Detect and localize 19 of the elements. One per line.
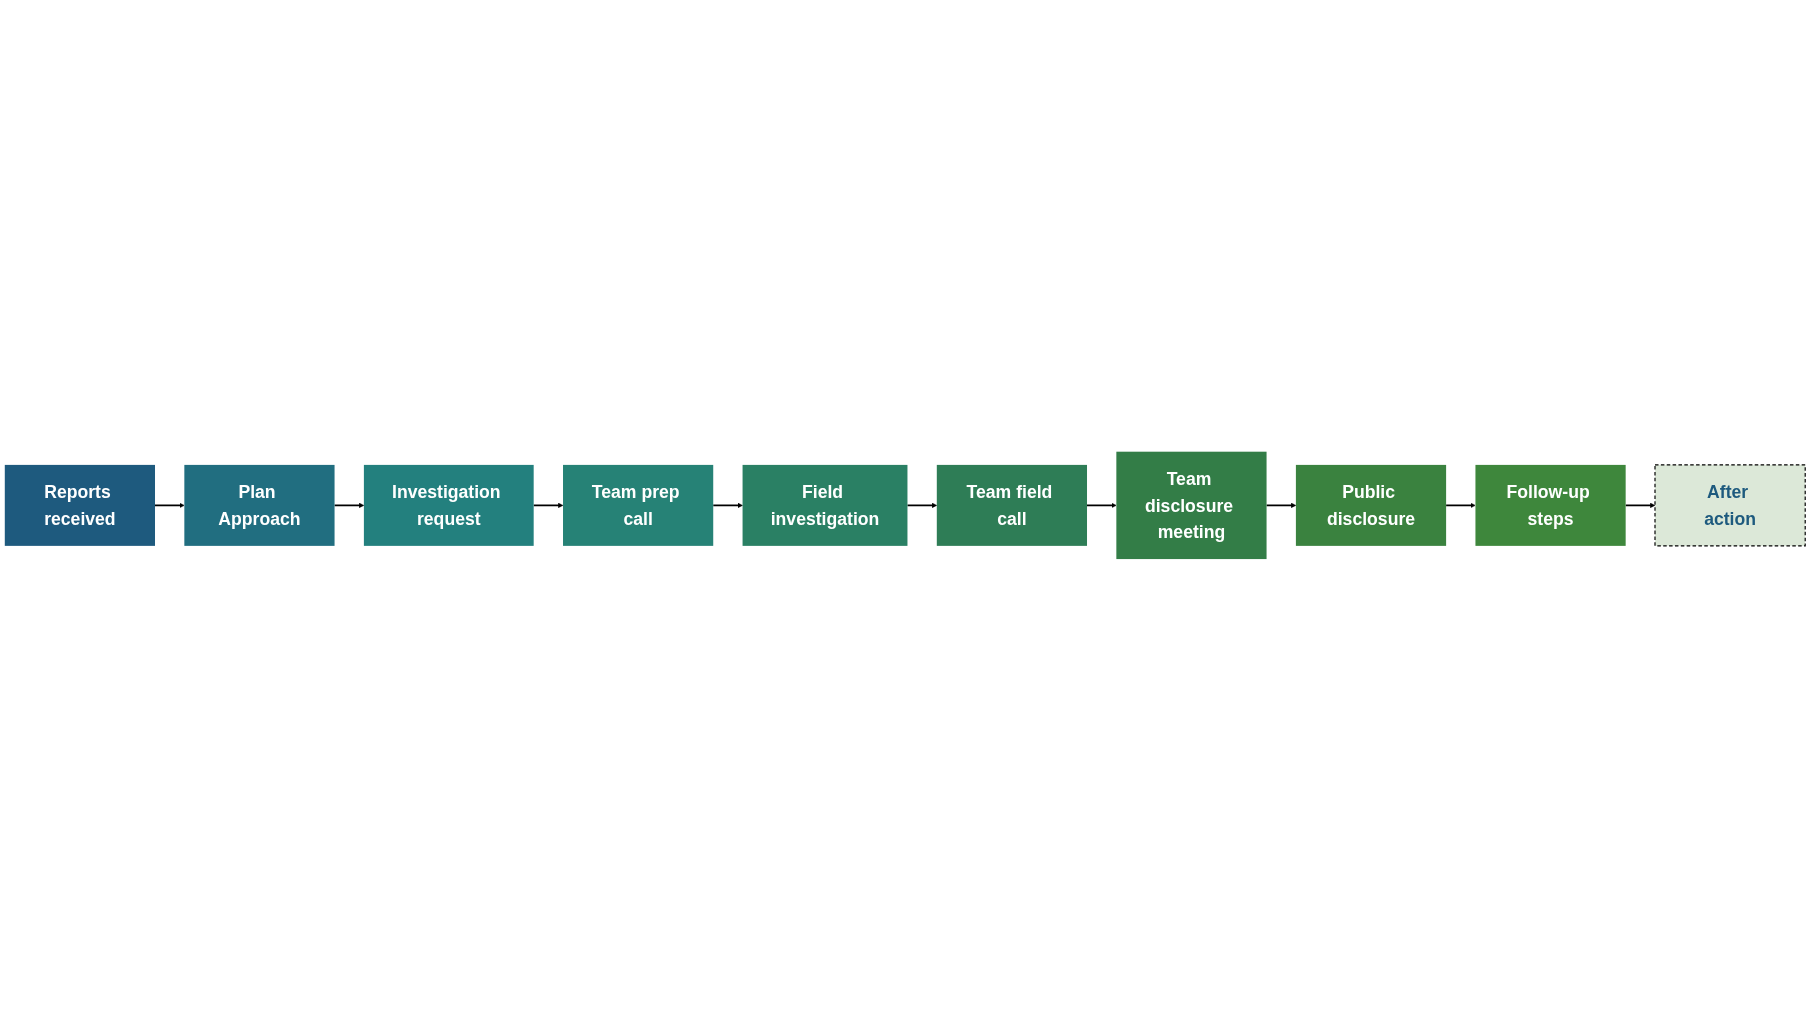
node-box: Team prep call [563,464,714,546]
node-box: After action [1654,463,1806,547]
arrow [532,502,564,508]
node-box: Field investigation [742,464,908,546]
node-box: Reports received [4,464,155,546]
arrow [154,502,185,508]
node-box: Plan Approach [184,464,335,546]
arrow [1624,502,1656,508]
arrow [906,502,938,508]
arrow [1445,502,1476,508]
node-box: Team field call [936,464,1087,546]
node-box: Team disclosure meeting [1116,451,1267,559]
node-box: Public disclosure [1295,464,1447,546]
node-box: Investigation request [363,464,534,546]
arrow [1086,502,1117,508]
arrow [1265,502,1297,508]
arrow [712,502,743,508]
arrow [333,502,365,508]
node-box: Follow-up steps [1475,464,1626,546]
